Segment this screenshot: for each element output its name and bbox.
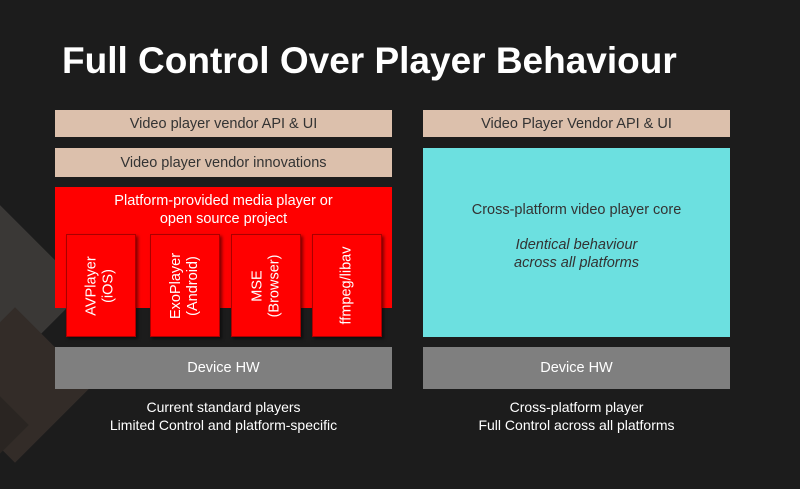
left-caption: Current standard players Limited Control… xyxy=(55,398,392,434)
player-name: MSE xyxy=(249,269,265,302)
player-box-ffmpeg: ffmpeg/libav xyxy=(312,234,382,337)
player-platform: (Browser) xyxy=(266,254,282,317)
player-box-avplayer: AVPlayer(iOS) xyxy=(66,234,136,337)
core-label: Cross-platform video player core xyxy=(471,201,682,218)
slide-title: Full Control Over Player Behaviour xyxy=(62,40,677,81)
right-caption-line1: Cross-platform player xyxy=(509,399,644,415)
left-vendor-innovations-box: Video player vendor innovations xyxy=(55,148,392,177)
player-platform: (iOS) xyxy=(101,268,117,303)
player-box-mse: MSE(Browser) xyxy=(231,234,301,337)
left-vendor-api-box: Video player vendor API & UI xyxy=(55,110,392,137)
player-name: ffmpeg/libav xyxy=(338,246,355,325)
core-note-line2: across all platforms xyxy=(514,254,639,271)
left-caption-line2: Limited Control and platform-specific xyxy=(109,417,338,433)
right-caption: Cross-platform player Full Control acros… xyxy=(423,398,730,434)
core-note-line1: Identical behaviour xyxy=(515,236,638,253)
platform-line2: open source project xyxy=(159,211,288,227)
player-platform: (Android) xyxy=(185,255,201,316)
player-name: ExoPlayer xyxy=(168,252,184,319)
right-caption-line2: Full Control across all platforms xyxy=(478,417,675,433)
right-vendor-api-box: Video Player Vendor API & UI xyxy=(423,110,730,137)
right-device-hw-box: Device HW xyxy=(423,347,730,389)
left-caption-line1: Current standard players xyxy=(146,399,301,415)
player-name: AVPlayer xyxy=(84,255,100,316)
platform-line1: Platform-provided media player or xyxy=(114,193,333,209)
cross-platform-core-box: Cross-platform video player core Identic… xyxy=(423,148,730,337)
left-device-hw-box: Device HW xyxy=(55,347,392,389)
player-box-exoplayer: ExoPlayer(Android) xyxy=(150,234,220,337)
